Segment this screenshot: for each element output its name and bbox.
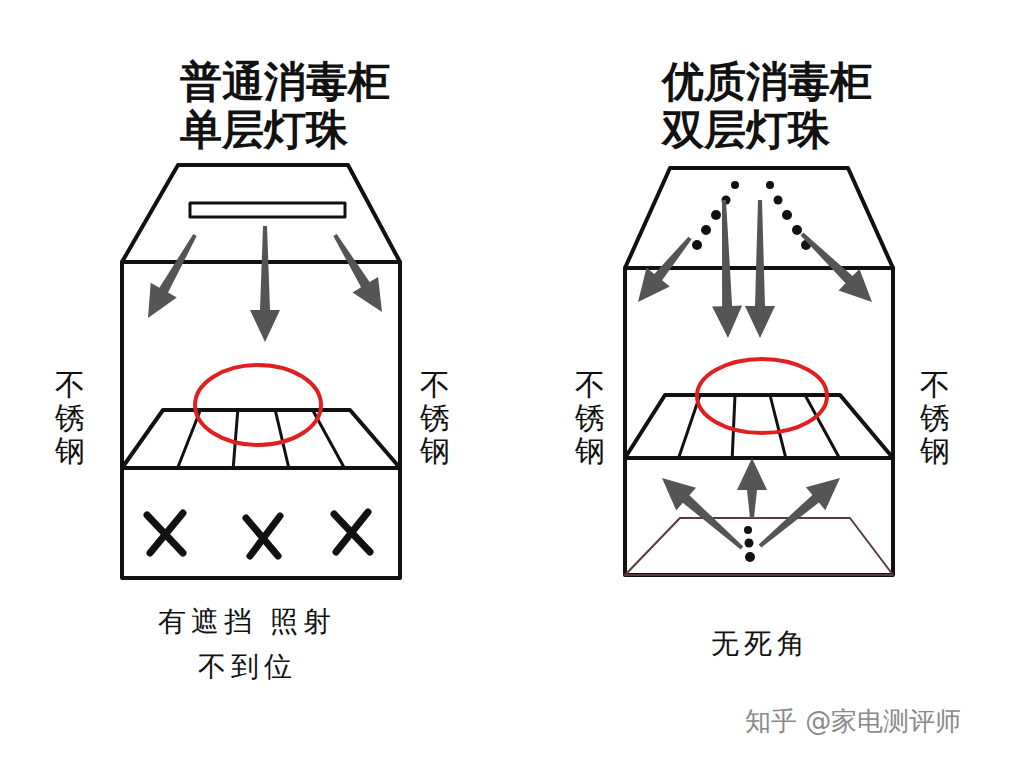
cabinet-hood [122,165,400,262]
lamp-bead [745,552,755,562]
light-arrow [333,234,382,312]
rack-slat [732,395,735,458]
lamp-bead [792,225,802,235]
light-arrow [712,200,742,338]
material-label: 不锈钢 [575,368,605,467]
cabinet-heading: 普通消毒柜 单层灯珠 [180,58,411,155]
dish-rack [625,395,893,458]
lamp-bead [745,539,754,548]
lamp-bead [711,210,721,220]
lamp-bar [190,203,345,217]
cross-mark [250,516,280,556]
rack-slat [805,395,839,458]
material-label: 不锈钢 [420,368,450,467]
material-label: 不锈钢 [920,368,950,467]
cross-mark [336,512,368,552]
highlight-ellipse [697,359,827,433]
dish-rack [122,410,400,468]
cross-mark [150,513,183,553]
lamp-bead [701,225,711,235]
light-arrow [638,237,692,302]
lower-lamp-tray [625,518,893,575]
light-arrow [745,200,775,338]
cabinet-panel: 普通消毒柜 单层灯珠不锈钢 不锈钢有遮挡 照射不到位 [30,40,470,700]
lamp-bead [782,210,792,220]
light-arrow [737,458,767,518]
material-label: 不锈钢 [55,368,85,467]
lamp-bead [766,181,774,189]
watermark: 知乎 @家电测评师 [745,704,961,739]
light-arrow [801,233,872,302]
lamp-bead [744,526,752,534]
lamp-bead [731,181,739,189]
cabinet-heading: 优质消毒柜 双层灯珠 [662,58,893,155]
rack-slat [233,410,238,468]
highlight-ellipse [195,365,321,445]
light-arrow [662,478,743,550]
lamp-bead [774,196,783,205]
cabinet-panel: 优质消毒柜 双层灯珠不锈钢 不锈钢无死角 [555,40,1005,700]
light-arrow [759,478,840,548]
cabinet-caption: 无死角 [660,622,860,667]
rack-slat [770,395,786,458]
light-arrow [148,234,197,318]
cabinet-caption: 有遮挡 照射不到位 [147,600,347,690]
lamp-bead [692,240,702,250]
light-arrow [250,226,280,342]
